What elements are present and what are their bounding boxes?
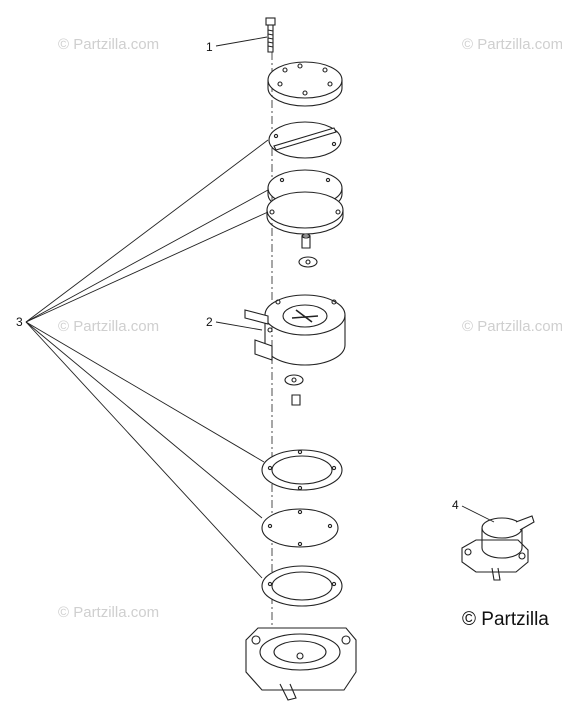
callout-4-label: 4 [452, 498, 459, 512]
lower-gasket-part [261, 449, 343, 491]
watermark: © Partzilla.com [58, 36, 160, 53]
callout-1-label: 1 [206, 40, 213, 54]
top-cover-part [267, 61, 343, 107]
lower-gasket-2-part [261, 565, 343, 607]
copyright-text: © Partzilla [462, 609, 549, 630]
callout-2-label: 2 [206, 315, 213, 329]
lower-diaphragm-part [261, 508, 339, 548]
callout-3-label: 3 [16, 315, 23, 329]
watermark: © Partzilla.com [58, 604, 160, 621]
assembled-pump-part [461, 515, 535, 581]
watermark: © Partzilla.com [58, 318, 160, 335]
bolt-part [265, 17, 276, 53]
lower-valve-part [284, 374, 304, 406]
watermark: © Partzilla.com [462, 36, 562, 53]
plate-part [266, 191, 344, 235]
gasket-part [268, 121, 342, 159]
valve-part [298, 233, 318, 268]
watermark: © Partzilla.com [462, 318, 562, 335]
bottom-cover-part [245, 627, 357, 701]
leader-lines [25, 36, 495, 579]
pump-body-part [244, 294, 346, 366]
